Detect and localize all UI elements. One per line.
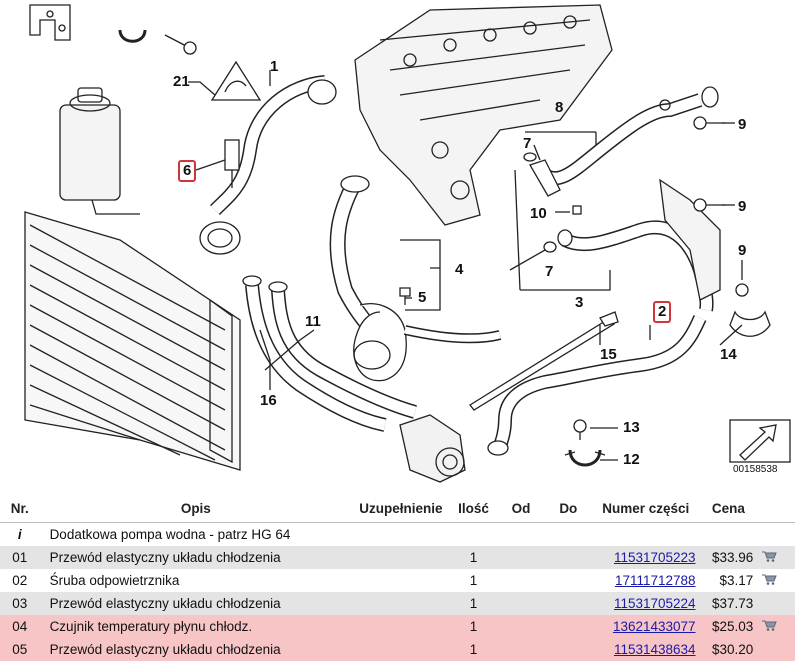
row-description: Śruba odpowietrznika <box>39 569 353 592</box>
table-header-row: Nr. Opis Uzupełnienie Ilość Od Do Numer … <box>0 494 795 523</box>
callout-3[interactable]: 1 <box>270 58 279 75</box>
col-header-opis: Opis <box>39 494 353 523</box>
table-row: 01 Przewód elastyczny układu chłodzenia … <box>0 546 795 569</box>
callout-12[interactable]: 12 <box>623 451 640 468</box>
col-header-part-number: Numer części <box>591 494 700 523</box>
callout-7b[interactable]: 7 <box>545 263 554 280</box>
row-nr: 04 <box>0 615 40 638</box>
col-header-nr: Nr. <box>0 494 40 523</box>
row-quantity: 1 <box>449 546 498 569</box>
part-number-link[interactable]: 17111712788 <box>614 573 696 588</box>
row-nr: 02 <box>0 569 40 592</box>
row-description: Przewód elastyczny układu chłodzenia <box>39 546 353 569</box>
row-quantity: 1 <box>449 592 498 615</box>
table-row-highlighted: 05 Przewód elastyczny układu chłodzenia … <box>0 638 795 661</box>
row-nr: i <box>0 522 40 546</box>
callout-9c[interactable]: 9 <box>738 242 747 259</box>
row-quantity: 1 <box>449 615 498 638</box>
cart-icon[interactable] <box>761 619 778 631</box>
cart-icon[interactable] <box>761 573 778 585</box>
callout-14[interactable]: 14 <box>720 346 737 363</box>
row-quantity: 1 <box>449 569 498 592</box>
callout-21[interactable]: 21 <box>173 73 190 90</box>
row-description: Dodatkowa pompa wodna - patrz HG 64 <box>39 522 353 546</box>
callout-1[interactable]: 4 <box>455 261 464 278</box>
col-header-ilosc: Ilość <box>449 494 498 523</box>
row-description: Przewód elastyczny układu chłodzenia <box>39 638 353 661</box>
part-number-link[interactable]: 13621433077 <box>612 619 696 634</box>
part-number-link[interactable]: 11531705224 <box>613 596 696 611</box>
table-row-highlighted: 04 Czujnik temperatury płynu chłodz. 1 1… <box>0 615 795 638</box>
col-header-price: Cena <box>699 494 758 523</box>
parts-diagram: 21 1 6 4 5 11 16 8 7 9 10 9 9 7 3 2 15 1… <box>24 4 791 483</box>
row-quantity: 1 <box>449 638 498 661</box>
row-nr: 05 <box>0 638 40 661</box>
col-header-od: Od <box>497 494 545 523</box>
callout-9a[interactable]: 9 <box>738 116 747 133</box>
col-header-uzupelnienie: Uzupełnienie <box>352 494 450 523</box>
cart-icon[interactable] <box>761 550 778 562</box>
callout-4-highlighted[interactable]: 6 <box>178 160 197 182</box>
callout-10[interactable]: 10 <box>530 205 547 222</box>
callout-2[interactable]: 5 <box>418 289 427 306</box>
row-price: $33.96 <box>699 546 758 569</box>
table-row: 02 Śruba odpowietrznika 1 17111712788 $3… <box>0 569 795 592</box>
part-number-link[interactable]: 11531705223 <box>613 550 696 565</box>
row-price: $25.03 <box>699 615 758 638</box>
callout-15[interactable]: 15 <box>600 346 617 363</box>
diagram-id: 00158538 <box>733 464 778 475</box>
callout-16[interactable]: 16 <box>260 392 277 409</box>
row-description: Czujnik temperatury płynu chłodz. <box>39 615 353 638</box>
callout-11[interactable]: 11 <box>305 313 321 330</box>
table-row: 03 Przewód elastyczny układu chłodzenia … <box>0 592 795 615</box>
part-number-link[interactable]: 11531438634 <box>613 642 696 657</box>
parts-diagram-drawing <box>24 4 791 483</box>
callout-6[interactable]: 3 <box>575 294 584 311</box>
callout-8[interactable]: 8 <box>555 99 564 116</box>
callout-9b[interactable]: 9 <box>738 198 747 215</box>
row-price: $37.73 <box>699 592 758 615</box>
parts-table-container: Nr. Opis Uzupełnienie Ilość Od Do Numer … <box>0 494 795 661</box>
row-price: $3.17 <box>699 569 758 592</box>
row-price: $30.20 <box>699 638 758 661</box>
callout-13[interactable]: 13 <box>623 419 640 436</box>
col-header-cart <box>757 494 795 523</box>
table-row: i Dodatkowa pompa wodna - patrz HG 64 <box>0 522 795 546</box>
row-nr: 03 <box>0 592 40 615</box>
row-description: Przewód elastyczny układu chłodzenia <box>39 592 353 615</box>
callout-7a[interactable]: 7 <box>523 135 532 152</box>
col-header-do: Do <box>544 494 592 523</box>
callout-5-highlighted[interactable]: 2 <box>653 301 672 323</box>
parts-table: Nr. Opis Uzupełnienie Ilość Od Do Numer … <box>0 494 795 661</box>
row-nr: 01 <box>0 546 40 569</box>
